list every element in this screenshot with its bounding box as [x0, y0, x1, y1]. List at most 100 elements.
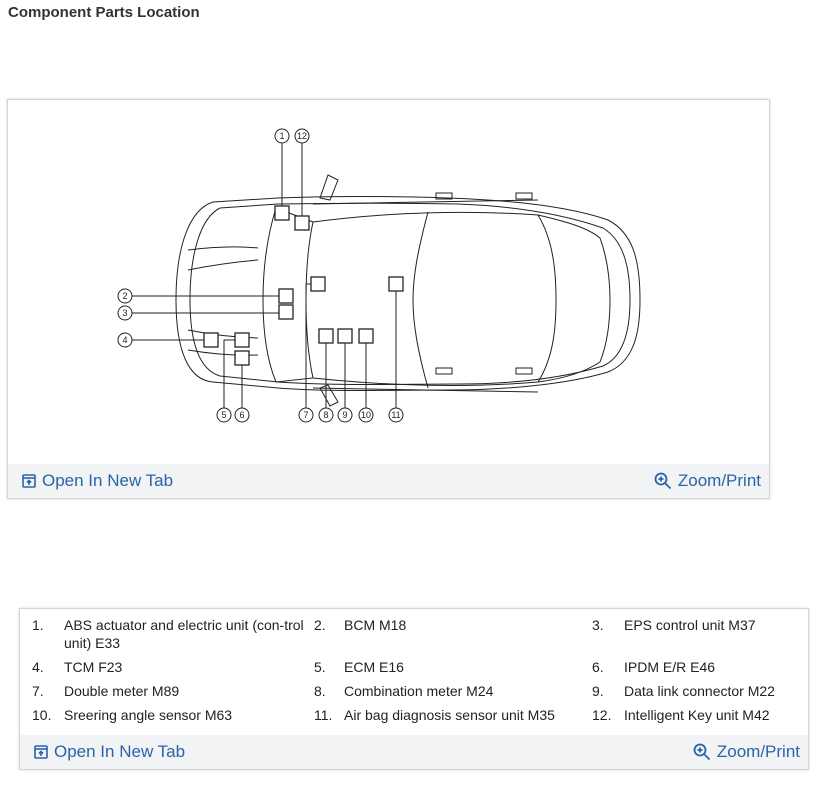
legend-text: ECM E16: [344, 659, 404, 675]
mirror-bottom: [319, 384, 339, 407]
legend-text: Air bag diagnosis sensor unit M35: [344, 707, 555, 723]
component-box-11: [388, 276, 404, 292]
legend-num: 8.: [314, 683, 326, 699]
legend-num: 2.: [314, 617, 326, 633]
callout-label-8: 8: [323, 410, 328, 420]
hood-line-2: [187, 259, 259, 271]
leader-lines: [132, 143, 397, 408]
callout-circle-11: [388, 407, 404, 423]
hood-line-1: [187, 246, 259, 251]
callout-label-2: 2: [122, 291, 127, 301]
car-diagram: 1 12 2 3 4 5 6 7 8 9 10 11: [8, 100, 769, 462]
component-box-4: [203, 332, 219, 348]
legend-num: 1.: [32, 617, 44, 633]
callout-circle-4: [117, 332, 133, 348]
rear-window: [537, 214, 611, 383]
callout-circle-8: [318, 407, 334, 423]
component-box-10: [358, 328, 374, 344]
open-in-new-tab-link[interactable]: Open In New Tab: [34, 742, 185, 762]
callout-circle-9: [337, 407, 353, 423]
callout-label-6: 6: [239, 410, 244, 420]
handle-4: [515, 367, 533, 375]
component-box-6: [234, 350, 250, 366]
handle-1: [435, 192, 453, 200]
zoom-print-label: Zoom/Print: [716, 742, 800, 761]
callout-circle-10: [358, 407, 374, 423]
legend-text: EPS control unit M37: [624, 617, 756, 633]
callout-label-4: 4: [122, 335, 127, 345]
callout-label-5: 5: [221, 410, 226, 420]
legend-num: 5.: [314, 659, 326, 675]
legend-text: BCM M18: [344, 617, 407, 633]
component-box-7: [310, 276, 326, 292]
side-line-top: [312, 199, 539, 205]
callout-label-7: 7: [303, 410, 308, 420]
zoom-print-link[interactable]: Zoom/Print: [654, 471, 761, 491]
component-box-5: [234, 332, 250, 348]
legend-num: 4.: [32, 659, 44, 675]
open-in-new-tab-label: Open In New Tab: [42, 471, 174, 490]
side-line-bottom: [312, 387, 539, 393]
legend-text: TCM F23: [64, 659, 123, 675]
handle-2: [515, 192, 533, 200]
callout-label-9: 9: [342, 410, 347, 420]
open-in-new-tab-label: Open In New Tab: [54, 742, 186, 761]
open-in-new-tab-link[interactable]: Open In New Tab: [22, 471, 173, 491]
legend-num: 11.: [314, 707, 333, 723]
callout-circle-3: [117, 305, 133, 321]
zoom-print-label: Zoom/Print: [677, 471, 761, 490]
zoom-in-icon: [693, 743, 711, 761]
hood-line-4: [187, 349, 259, 356]
legend-text: Combination meter M24: [344, 683, 494, 699]
callout-circle-6: [234, 407, 250, 423]
component-box-3: [278, 304, 294, 320]
legend-text: Intelligent Key unit M42: [624, 707, 770, 723]
legend-text: Data link connector M22: [624, 683, 775, 699]
zoom-in-icon: [654, 472, 672, 490]
callout-circle-12: [294, 128, 310, 144]
legend-text: ABS actuator and electric unit (con-trol…: [64, 617, 304, 651]
legend-text: IPDM E/R E46: [624, 659, 716, 675]
car-top-view-figure: 1 12 2 3 4 5 6 7 8 9 10 11: [117, 128, 641, 423]
callout-label-11: 11: [391, 410, 400, 420]
callout-circle-5: [216, 407, 232, 423]
callout-label-1: 1: [279, 131, 284, 141]
hood-line-3: [187, 329, 259, 339]
component-box-1: [274, 205, 290, 221]
legend-list: 1. ABS actuator and electric unit (con-t…: [30, 616, 800, 724]
page-title: Component Parts Location: [8, 4, 200, 21]
legend-text: Double meter M89: [64, 683, 180, 699]
component-box-9: [337, 328, 353, 344]
car-body-inner: [189, 202, 631, 385]
legend-toolbar: Open In New Tab Zoom/Print: [20, 735, 808, 769]
windshield: [262, 207, 314, 383]
callout-circle-2: [117, 288, 133, 304]
component-box-12: [294, 215, 310, 231]
handle-3: [435, 367, 453, 375]
callout-circle-7: [298, 407, 314, 423]
diagram-toolbar: Open In New Tab Zoom/Print: [8, 464, 769, 498]
open-in-new-tab-icon: [22, 474, 36, 488]
mirror-top: [319, 174, 339, 201]
zoom-print-link[interactable]: Zoom/Print: [693, 742, 800, 762]
component-box-2: [278, 288, 294, 304]
roof-outline: [312, 211, 557, 386]
legend-num: 6.: [592, 659, 604, 675]
callout-label-10: 10: [361, 410, 371, 420]
car-body-outline: [175, 196, 641, 391]
component-boxes: [203, 205, 404, 366]
callout-label-12: 12: [297, 131, 307, 141]
legend-num: 3.: [592, 617, 604, 633]
callout-circle-1: [274, 128, 290, 144]
diagram-panel: 1 12 2 3 4 5 6 7 8 9 10 11: [7, 99, 770, 499]
legend-num: 7.: [32, 683, 44, 699]
legend-panel: 1. ABS actuator and electric unit (con-t…: [19, 608, 809, 770]
legend-num: 12.: [592, 707, 612, 723]
door-line: [412, 211, 429, 389]
legend-num: 10.: [32, 707, 52, 723]
callout-label-3: 3: [122, 308, 127, 318]
legend-text: Sreering angle sensor M63: [64, 707, 233, 723]
legend-num: 9.: [592, 683, 604, 699]
component-box-8: [318, 328, 334, 344]
callout-circles: [117, 128, 404, 423]
